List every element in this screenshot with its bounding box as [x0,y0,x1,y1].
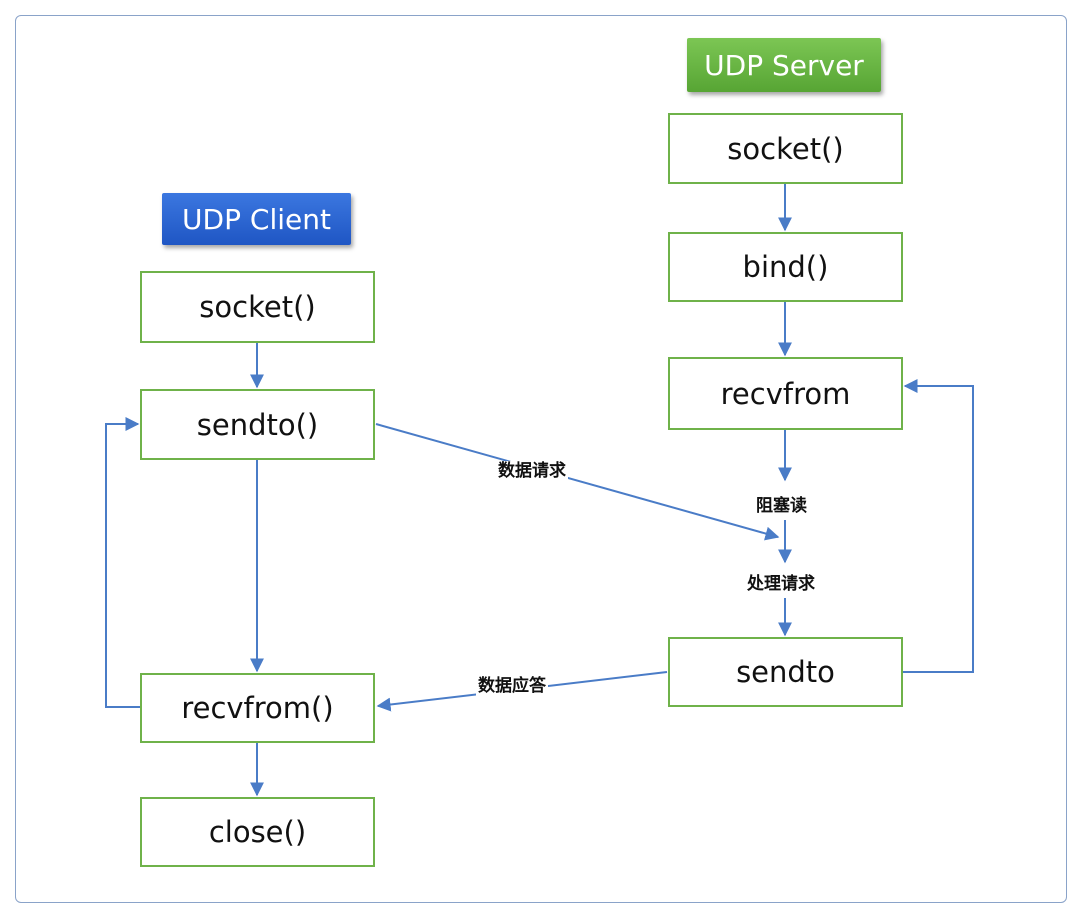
server-socket-box: socket() [668,113,903,184]
label-process-request: 处理请求 [745,574,817,594]
server-bind-box: bind() [668,232,903,302]
udp-client-tag: UDP Client [162,193,351,245]
label-data-request: 数据请求 [496,461,568,481]
server-recvfrom-box: recvfrom [668,357,903,430]
client-close-box: close() [140,797,375,867]
label-data-response: 数据应答 [476,676,548,696]
arrow-data-request [375,423,780,541]
label-blocking-read: 阻塞读 [754,496,809,516]
client-sendto-box: sendto() [140,389,375,460]
client-recvfrom-box: recvfrom() [140,673,375,743]
udp-server-tag: UDP Server [687,38,881,92]
arrow-server-loop [903,379,974,673]
server-sendto-box: sendto [668,637,903,707]
client-socket-box: socket() [140,271,375,343]
arrow-client-loop [105,417,140,708]
